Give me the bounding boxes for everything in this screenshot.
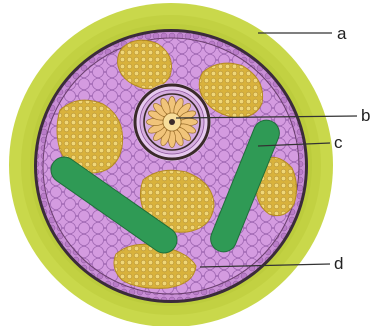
label-b: b [361,106,370,125]
label-c: c [334,133,343,152]
central-structure [133,83,211,161]
label-a: a [337,24,347,43]
label-d: d [334,254,343,273]
